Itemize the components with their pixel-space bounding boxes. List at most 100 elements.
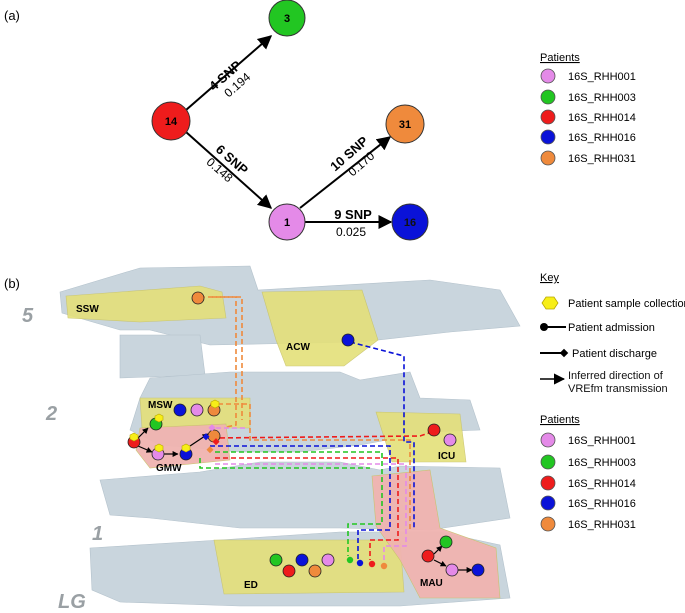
- legend-b-label-2: 16S_RHH014: [568, 478, 636, 490]
- marker-acw-rhh016: [341, 333, 355, 347]
- legend-a-dot-3: [540, 129, 556, 145]
- ward-label-acw: ACW: [286, 342, 310, 353]
- hexagon-icon: [541, 296, 559, 310]
- legend-a-title: Patients: [540, 52, 580, 64]
- legend-b-dot-4: [540, 516, 556, 532]
- edge-14-1: [185, 131, 273, 209]
- legend-b-label-3: 16S_RHH016: [568, 498, 636, 510]
- ward-mau-area: [371, 469, 501, 599]
- ward-label-ed: ED: [244, 580, 258, 591]
- admission-dot-rhh016: [356, 559, 364, 567]
- node-3-circle: [268, 0, 306, 37]
- path-rhh016-ed: [210, 445, 391, 560]
- path-rhh001-ed: [215, 463, 407, 562]
- key-label-sample: Patient sample collection: [568, 298, 685, 310]
- marker-ssw-rhh031: [191, 291, 205, 305]
- legend-a-label-0: 16S_RHH001: [568, 71, 636, 83]
- diamond-line-icon: [559, 348, 569, 358]
- sample-hex-3: [154, 443, 164, 453]
- panel-b-label: (b): [4, 276, 20, 291]
- marker-msw-rhh016: [173, 403, 187, 417]
- legend-a-label-4: 16S_RHH031: [568, 153, 636, 165]
- legend-a-dot-4: [540, 150, 556, 166]
- path-rhh031-upper: [200, 296, 237, 428]
- key-label-transmission: Inferred direction of VREfm transmission: [568, 370, 668, 395]
- path-rhh014-ed: [215, 457, 399, 560]
- marker-mau-rhh014: [421, 549, 435, 563]
- panel-a-legend: Patients 16S_RHH001 16S_RHH003 16S_RHH01…: [540, 52, 636, 166]
- legend-a-label-2: 16S_RHH014: [568, 112, 636, 124]
- ward-label-icu: ICU: [438, 451, 455, 462]
- discharge-diamond-rhh014: [212, 438, 220, 446]
- marker-ed-rhh014: [282, 564, 296, 578]
- discharge-diamond-rhh016: [202, 433, 210, 441]
- marker-icu-rhh014: [427, 423, 441, 437]
- marker-ed-rhh003: [269, 553, 283, 567]
- path-endpoints: [202, 424, 388, 570]
- key-title: Key: [540, 272, 559, 284]
- path-rhh031-msw: [210, 403, 411, 530]
- patient-paths: [199, 296, 433, 562]
- arrow-gmw-2: [137, 445, 153, 453]
- ward-areas: [65, 285, 501, 599]
- arrow-mau-2: [433, 559, 447, 567]
- node-16: 16: [391, 203, 429, 241]
- panel-b-key: Key Patient sample collection Patient ad…: [540, 272, 685, 532]
- floor-5-wing: [119, 334, 206, 379]
- panel-a-label: (a): [4, 8, 20, 23]
- ward-acw-area: [261, 289, 379, 367]
- ward-ed-area: [213, 539, 405, 595]
- node-31: 31: [385, 104, 425, 144]
- marker-mau-rhh016: [471, 563, 485, 577]
- node-1-circle: [268, 203, 306, 241]
- sample-hex-1: [154, 413, 164, 423]
- arrow-gmw-1: [137, 427, 149, 439]
- floor-label-lg: LG: [58, 591, 86, 613]
- ward-label-gmw: GMW: [156, 463, 182, 474]
- admission-dot-rhh014: [368, 560, 376, 568]
- discharge-diamond-rhh001: [208, 424, 216, 432]
- legend-a-dot-1: [540, 89, 556, 105]
- patient-markers: [127, 291, 485, 578]
- marker-msw-rhh001: [190, 403, 204, 417]
- node-3: 3: [268, 0, 306, 37]
- legend-a-dot-2: [540, 109, 556, 125]
- node-31-circle: [385, 104, 425, 144]
- marker-ed-rhh016: [295, 553, 309, 567]
- legend-b-label-4: 16S_RHH031: [568, 519, 636, 531]
- node-16-label: 16: [404, 217, 416, 229]
- node-1-label: 1: [284, 217, 290, 229]
- discharge-diamond-rhh031: [206, 446, 214, 454]
- floor-label-5: 5: [22, 305, 34, 327]
- marker-mau-rhh003: [439, 535, 453, 549]
- legend-b-dot-3: [540, 495, 556, 511]
- edge-1-31: [299, 136, 392, 209]
- key-label-discharge: Patient discharge: [572, 348, 657, 360]
- sample-markers: [129, 399, 220, 453]
- key-label-transmission-wrap: Inferred direction of VREfm transmission: [568, 370, 668, 395]
- patients-title: Patients: [540, 414, 580, 426]
- legend-b-dot-0: [540, 432, 556, 448]
- edge-1-16-snp: 9 SNP: [334, 207, 372, 222]
- legend-b-label-0: 16S_RHH001: [568, 435, 636, 447]
- phylogeny-network: 4 SNP 0.194 6 SNP 0.148 10 SNP 0.170 9 S…: [151, 0, 429, 241]
- legend-b-dot-2: [540, 475, 556, 491]
- path-rhh003-gmw: [199, 458, 370, 469]
- admission-dot-rhh031: [380, 562, 388, 570]
- node-3-label: 3: [284, 13, 290, 25]
- node-14-circle: [151, 101, 191, 141]
- marker-icu-rhh001: [443, 433, 457, 447]
- legend-a-dot-0: [540, 68, 556, 84]
- key-label-admission: Patient admission: [568, 322, 655, 334]
- path-rhh016-acw: [349, 341, 415, 528]
- ward-label-msw: MSW: [148, 400, 173, 411]
- legend-b-label-1: 16S_RHH003: [568, 457, 636, 469]
- path-rhh031-upper-2: [212, 296, 243, 420]
- node-14-label: 14: [165, 116, 178, 128]
- legend-a-label-1: 16S_RHH003: [568, 92, 636, 104]
- marker-ed-rhh001: [321, 553, 335, 567]
- sample-hex-2: [129, 432, 139, 442]
- legend-b-dot-1: [540, 454, 556, 470]
- ward-label-ssw: SSW: [76, 304, 99, 315]
- admission-dot-rhh003: [346, 556, 354, 564]
